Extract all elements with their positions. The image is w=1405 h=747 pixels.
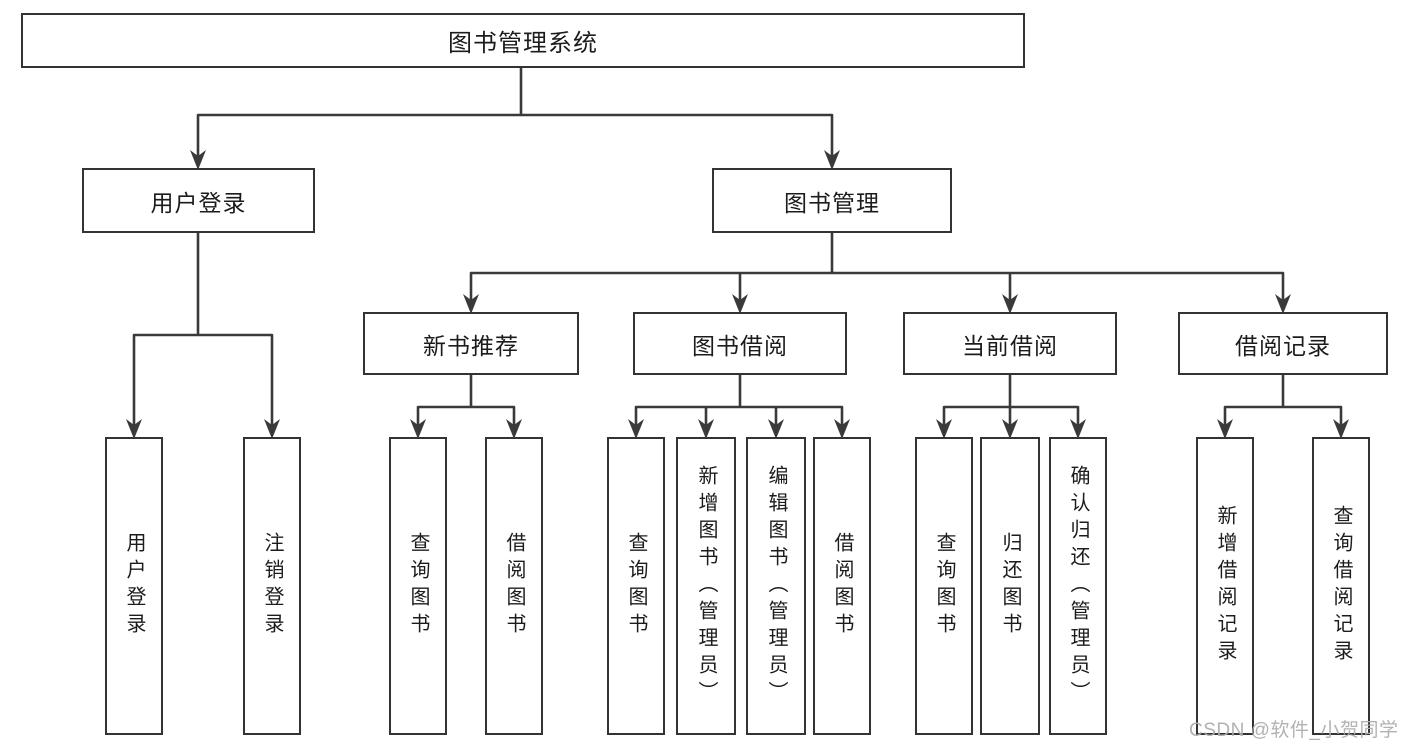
edge-borrow-split (634, 405, 844, 425)
node-leaf-borrow-borrow-books: 借阅图书 (813, 437, 871, 735)
watermark: CSDN @软件_小贺同学 (1189, 720, 1399, 741)
edge-recommend-split (416, 405, 516, 425)
node-leaf-borrow-edit-books-label: 编辑图书（管理员） (765, 464, 787, 708)
node-leaf-current-confirm-return-label: 确认归还（管理员） (1067, 464, 1089, 708)
node-leaf-logout-login-label: 注销登录 (261, 532, 283, 640)
node-current-borrow-label: 当前借阅 (962, 332, 1058, 359)
node-leaf-record-add-label: 新增借阅记录 (1214, 505, 1236, 667)
node-borrow-records-label: 借阅记录 (1235, 332, 1331, 359)
node-leaf-recommend-borrow-books-label: 借阅图书 (503, 532, 525, 640)
edge-user-login-split (132, 333, 274, 425)
node-leaf-current-return-books-label: 归还图书 (999, 532, 1021, 640)
node-leaf-current-return-books: 归还图书 (980, 437, 1040, 735)
node-root: 图书管理系统 (21, 13, 1025, 68)
node-leaf-recommend-query-books: 查询图书 (389, 437, 447, 735)
node-root-label: 图书管理系统 (448, 30, 598, 57)
node-leaf-record-query: 查询借阅记录 (1312, 437, 1370, 735)
node-leaf-borrow-add-books: 新增图书（管理员） (676, 437, 736, 735)
node-leaf-user-login: 用户登录 (105, 437, 163, 735)
node-book-management: 图书管理 (712, 168, 952, 233)
node-new-book-recommend: 新书推荐 (363, 312, 579, 375)
node-leaf-current-confirm-return: 确认归还（管理员） (1049, 437, 1107, 735)
node-leaf-recommend-query-books-label: 查询图书 (407, 532, 429, 640)
node-book-borrow: 图书借阅 (633, 312, 847, 375)
node-user-login: 用户登录 (82, 168, 315, 233)
node-leaf-record-query-label: 查询借阅记录 (1330, 505, 1352, 667)
edge-records-split (1223, 405, 1343, 425)
node-leaf-borrow-edit-books: 编辑图书（管理员） (746, 437, 806, 735)
edge-level1-split (196, 113, 834, 156)
node-borrow-records: 借阅记录 (1178, 312, 1388, 375)
node-leaf-user-login-label: 用户登录 (123, 532, 145, 640)
node-leaf-borrow-borrow-books-label: 借阅图书 (831, 532, 853, 640)
node-leaf-current-query-books-label: 查询图书 (933, 532, 955, 640)
arrowhead-icons (126, 150, 1349, 439)
node-book-borrow-label: 图书借阅 (692, 332, 788, 359)
node-user-login-label: 用户登录 (150, 189, 247, 216)
node-leaf-record-add: 新增借阅记录 (1196, 437, 1254, 735)
node-leaf-borrow-query-books-label: 查询图书 (625, 532, 647, 640)
node-current-borrow: 当前借阅 (903, 312, 1117, 375)
node-new-book-recommend-label: 新书推荐 (423, 332, 519, 359)
node-book-management-label: 图书管理 (784, 189, 880, 216)
node-leaf-recommend-borrow-books: 借阅图书 (485, 437, 543, 735)
edge-level2-split (469, 271, 1285, 300)
node-leaf-borrow-query-books: 查询图书 (607, 437, 665, 735)
node-leaf-logout-login: 注销登录 (243, 437, 301, 735)
node-leaf-borrow-add-books-label: 新增图书（管理员） (695, 464, 717, 708)
node-leaf-current-query-books: 查询图书 (915, 437, 973, 735)
